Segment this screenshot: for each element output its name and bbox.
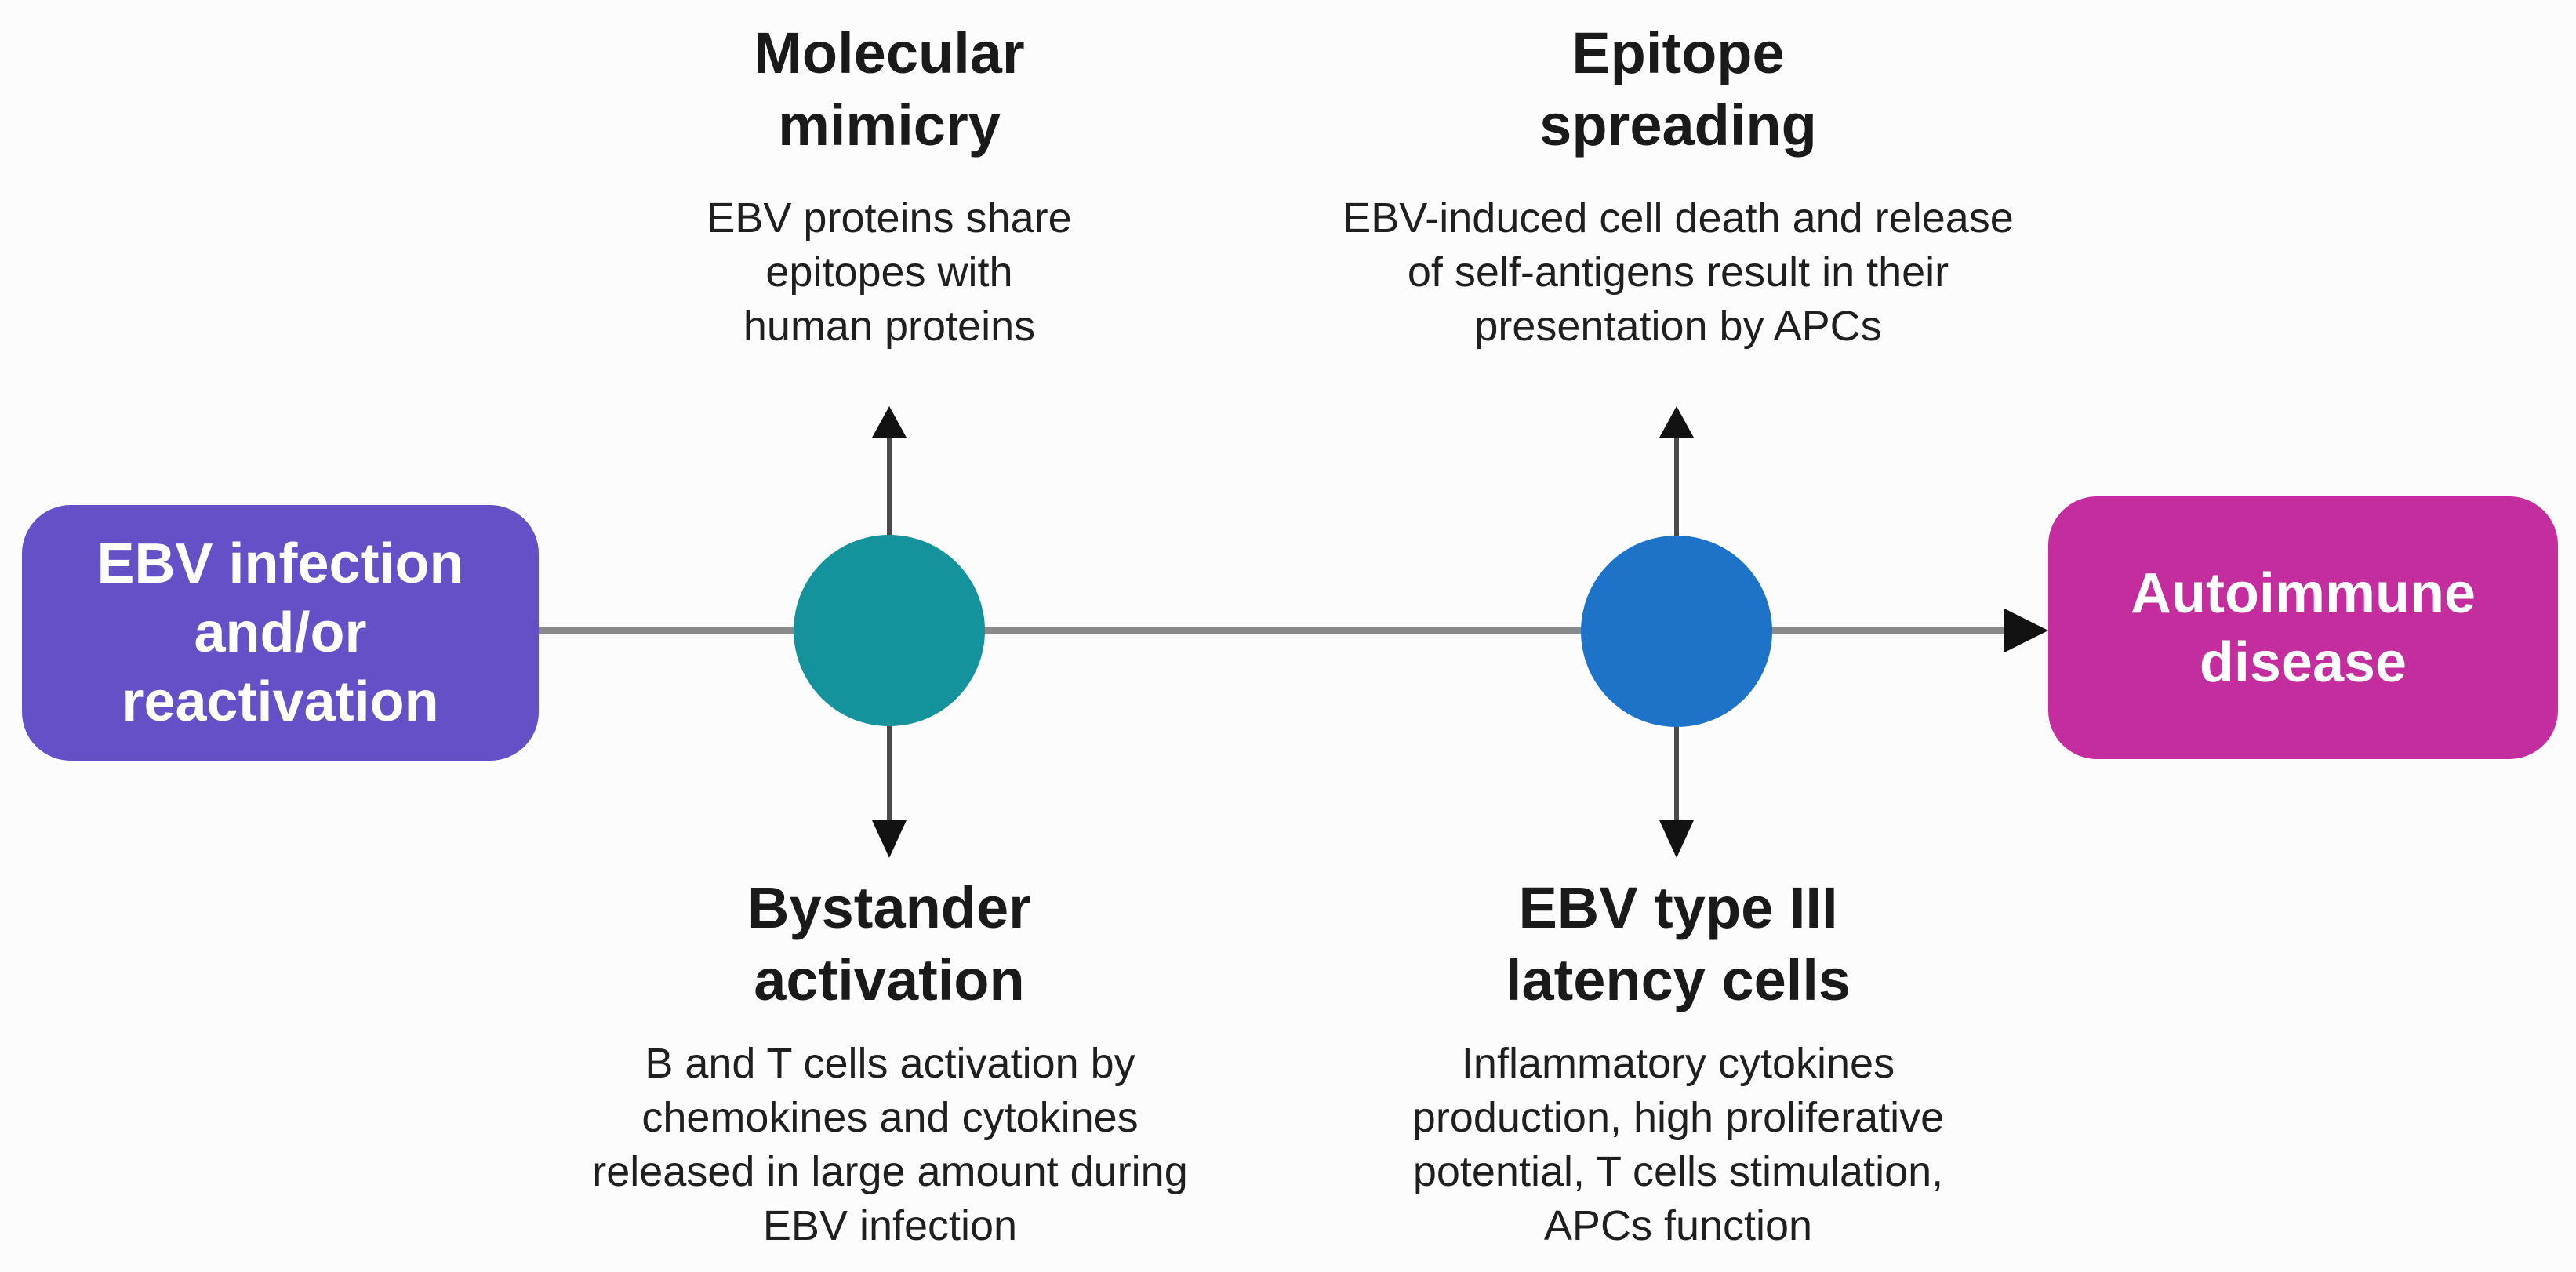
mechanism-title-line: spreading <box>1539 93 1817 158</box>
mechanism-description-epitope-spreading: EBV-induced cell death and release of se… <box>1247 191 2109 354</box>
mechanism-description-line: EBV infection <box>762 1202 1018 1249</box>
hub-node-epitope-spreading-latency <box>1581 536 1772 727</box>
mechanism-title-molecular-mimicry: Molecular mimicry <box>497 17 1281 162</box>
mechanism-description-line: EBV proteins share <box>707 194 1072 242</box>
mechanism-description-line: human proteins <box>743 303 1036 350</box>
mechanism-title-epitope-spreading: Epitope spreading <box>1286 17 2070 162</box>
start-node-label-line: and/or <box>194 601 367 664</box>
start-node-label-line: EBV infection <box>96 532 464 595</box>
mechanism-description-molecular-mimicry: EBV proteins share epitopes with human p… <box>497 191 1281 354</box>
end-node-label-line: Autoimmune <box>2131 561 2476 625</box>
mechanism-title-line: mimicry <box>778 93 1001 158</box>
up-arrowhead-left-icon <box>872 406 907 438</box>
mechanism-description-line: chemokines and cytokines <box>641 1094 1139 1141</box>
mechanism-description-ebv-type-iii-latency-cells: Inflammatory cytokines production, high … <box>1306 1037 2051 1253</box>
mechanism-description-line: EBV-induced cell death and release <box>1342 194 2014 242</box>
start-node-ebv-infection: EBV infection and/or reactivation <box>22 505 539 761</box>
mechanism-description-line: of self-antigens result in their <box>1407 249 1949 296</box>
down-arrowhead-left-icon <box>872 820 907 858</box>
mechanism-description-bystander-activation: B and T cells activation by chemokines a… <box>518 1037 1263 1253</box>
hub-node-molecular-mimicry-bystander <box>794 535 985 726</box>
mechanism-description-line: epitopes with <box>765 249 1013 296</box>
mechanism-description-line: released in large amount during <box>592 1148 1188 1195</box>
mechanism-description-line: presentation by APCs <box>1474 303 1882 350</box>
up-arrowhead-right-icon <box>1659 406 1694 438</box>
mechanism-title-line: latency cells <box>1505 947 1851 1012</box>
start-node-label-line: reactivation <box>122 671 439 733</box>
mechanism-title-line: EBV type III <box>1518 875 1838 940</box>
mechanism-title-line: Molecular <box>754 20 1025 85</box>
mechanism-description-line: production, high proliferative <box>1412 1094 1945 1141</box>
end-node-label-line: disease <box>2199 631 2407 694</box>
mechanism-title-ebv-type-iii-latency-cells: EBV type III latency cells <box>1286 872 2070 1016</box>
mechanism-description-line: B and T cells activation by <box>645 1040 1135 1087</box>
down-arrowhead-right-icon <box>1659 820 1694 858</box>
mechanism-title-line: activation <box>754 947 1025 1012</box>
mechanism-title-line: Bystander <box>747 875 1031 940</box>
mechanism-description-line: Inflammatory cytokines <box>1461 1040 1895 1087</box>
mechanism-description-line: APCs function <box>1543 1202 1813 1249</box>
mechanism-description-line: potential, T cells stimulation, <box>1412 1148 1944 1195</box>
mechanism-title-bystander-activation: Bystander activation <box>497 872 1281 1016</box>
end-node-autoimmune-disease: Autoimmune disease <box>2048 496 2558 759</box>
right-arrowhead-icon <box>2004 609 2048 652</box>
mechanism-title-line: Epitope <box>1571 20 1785 85</box>
